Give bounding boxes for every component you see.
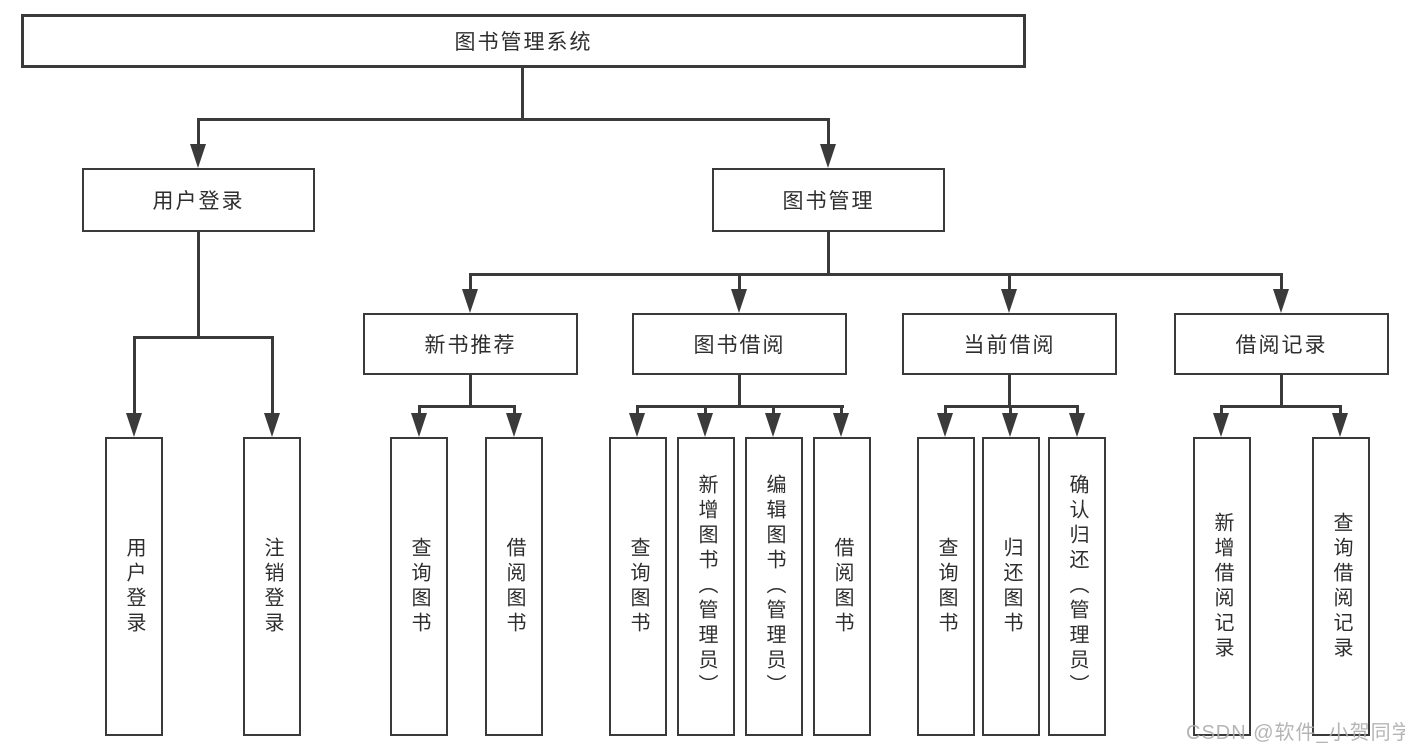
node-current-borrowing: 当前借阅 — [902, 313, 1117, 375]
node-user-login: 用户登录 — [82, 168, 315, 232]
connector-group2-rail — [636, 405, 844, 408]
connector-leaf-drop — [513, 405, 516, 417]
node-new-book-recommendation-label: 新书推荐 — [424, 334, 517, 357]
leaf-query-books-current-label: 查询图书 — [935, 536, 957, 637]
arrow-down-icon — [1069, 413, 1085, 437]
leaf-return-books-label: 归还图书 — [1000, 536, 1022, 637]
arrow-down-icon — [697, 413, 713, 437]
arrow-down-icon — [506, 413, 522, 437]
connector-group2-drop — [738, 273, 741, 291]
connector-leaf-drop — [1339, 405, 1342, 417]
node-current-borrowing-label: 当前借阅 — [963, 334, 1056, 357]
arrow-down-icon — [833, 413, 849, 437]
leaf-query-borrow-record-label: 查询借阅记录 — [1330, 511, 1352, 662]
node-user-login-label: 用户登录 — [152, 190, 245, 213]
connector-leaf-drop — [1076, 405, 1079, 417]
leaf-confirm-return-admin-label: 确认归还（管理员） — [1066, 474, 1088, 699]
connector-group3-drop — [1008, 273, 1011, 291]
leaf-borrow-books-recommend: 借阅图书 — [485, 437, 543, 736]
connector-group4-rail — [1220, 405, 1342, 408]
connector-management-stem — [827, 232, 830, 273]
connector-group3-stem — [1008, 375, 1011, 405]
leaf-add-borrow-record-label: 新增借阅记录 — [1211, 511, 1233, 662]
leaf-user-login: 用户登录 — [105, 437, 163, 736]
connector-leaf-drop — [704, 405, 707, 417]
leaf-query-books-recommend-label: 查询图书 — [408, 536, 430, 637]
node-book-management: 图书管理 — [712, 168, 945, 232]
leaf-borrow-books-borrowing-label: 借阅图书 — [831, 536, 853, 637]
arrow-down-icon — [937, 413, 953, 437]
leaf-edit-books-admin-label: 编辑图书（管理员） — [763, 474, 785, 699]
connector-login-drop — [197, 118, 200, 148]
connector-group2-stem — [738, 375, 741, 405]
connector-leaf-drop — [840, 405, 843, 417]
connector-leaf-drop — [944, 405, 947, 417]
leaf-add-borrow-record: 新增借阅记录 — [1193, 437, 1251, 736]
arrow-down-icon — [1273, 289, 1289, 313]
connector-management-drop — [827, 118, 830, 148]
node-borrowing-records: 借阅记录 — [1174, 313, 1389, 375]
connector-leaf-drop — [418, 405, 421, 417]
leaf-user-login-label: 用户登录 — [123, 536, 145, 637]
node-book-management-label: 图书管理 — [782, 190, 875, 213]
leaf-borrow-books-borrowing: 借阅图书 — [813, 437, 871, 736]
arrow-down-icon — [264, 413, 280, 437]
leaf-query-borrow-record: 查询借阅记录 — [1312, 437, 1370, 736]
arrow-down-icon — [765, 413, 781, 437]
arrow-down-icon — [411, 413, 427, 437]
arrow-down-icon — [1001, 289, 1017, 313]
leaf-logout: 注销登录 — [243, 437, 301, 736]
node-new-book-recommendation: 新书推荐 — [363, 313, 578, 375]
node-book-borrowing-label: 图书借阅 — [693, 334, 786, 357]
connector-group1-drop — [469, 273, 472, 291]
arrow-down-icon — [820, 144, 836, 168]
leaf-add-books-admin: 新增图书（管理员） — [677, 437, 735, 736]
csdn-watermark: CSDN @软件_小贺同学 — [1186, 722, 1405, 744]
arrow-down-icon — [731, 289, 747, 313]
node-book-borrowing: 图书借阅 — [632, 313, 847, 375]
leaf-query-books-borrowing: 查询图书 — [609, 437, 667, 736]
connector-group4-drop — [1280, 273, 1283, 291]
arrow-down-icon — [126, 413, 142, 437]
leaf-return-books: 归还图书 — [982, 437, 1040, 736]
leaf-confirm-return-admin: 确认归还（管理员） — [1048, 437, 1106, 736]
connector-level2-rail — [469, 273, 1283, 276]
connector-root-stem — [521, 68, 524, 118]
connector-login-rail — [133, 336, 274, 339]
connector-group4-stem — [1280, 375, 1283, 405]
leaf-query-books-recommend: 查询图书 — [390, 437, 448, 736]
connector-leaf-drop — [636, 405, 639, 417]
arrow-down-icon — [629, 413, 645, 437]
node-borrowing-records-label: 借阅记录 — [1235, 334, 1328, 357]
leaf-logout-label: 注销登录 — [261, 536, 283, 637]
leaf-borrow-books-recommend-label: 借阅图书 — [503, 536, 525, 637]
arrow-down-icon — [1002, 413, 1018, 437]
node-library-system-label: 图书管理系统 — [454, 31, 593, 54]
connector-leaf-drop — [772, 405, 775, 417]
leaf-edit-books-admin: 编辑图书（管理员） — [745, 437, 803, 736]
arrow-down-icon — [1332, 413, 1348, 437]
connector-level1-rail — [197, 118, 830, 121]
connector-login-leaf1-drop — [133, 336, 136, 416]
connector-group1-stem — [469, 375, 472, 405]
leaf-add-books-admin-label: 新增图书（管理员） — [695, 474, 717, 699]
leaf-query-books-current: 查询图书 — [917, 437, 975, 736]
node-library-system: 图书管理系统 — [21, 14, 1026, 68]
arrow-down-icon — [1213, 413, 1229, 437]
arrow-down-icon — [462, 289, 478, 313]
leaf-query-books-borrowing-label: 查询图书 — [627, 536, 649, 637]
connector-login-stem — [197, 232, 200, 336]
connector-group1-rail — [418, 405, 516, 408]
connector-leaf-drop — [1009, 405, 1012, 417]
connector-leaf-drop — [1220, 405, 1223, 417]
connector-login-leaf2-drop — [271, 336, 274, 416]
arrow-down-icon — [190, 144, 206, 168]
